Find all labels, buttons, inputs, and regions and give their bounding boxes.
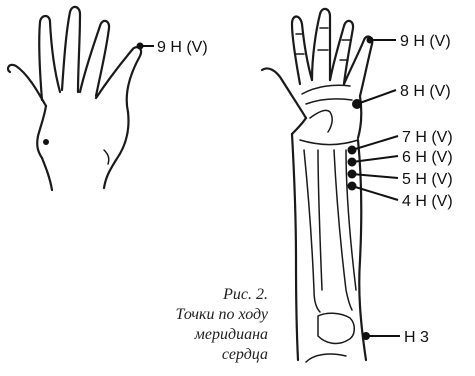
caption-line-1: Рис. 2. bbox=[223, 286, 268, 304]
caption-line-3: меридиана bbox=[195, 326, 268, 344]
point-8 bbox=[352, 90, 396, 109]
label-4: 4 H (V) bbox=[402, 193, 453, 210]
right-label-9: 9 H (V) bbox=[400, 33, 451, 50]
caption-line-4: сердца bbox=[222, 346, 268, 364]
left-hand-drawing bbox=[8, 7, 141, 190]
label-h3: H 3 bbox=[404, 329, 429, 346]
points-7-to-4 bbox=[348, 136, 399, 200]
caption-line-2: Точки по ходу bbox=[176, 306, 269, 324]
label-8: 8 H (V) bbox=[400, 83, 451, 100]
label-5: 5 H (V) bbox=[402, 171, 453, 188]
right-point-9 bbox=[367, 37, 397, 44]
label-7: 7 H (V) bbox=[402, 129, 453, 146]
left-point-9 bbox=[137, 43, 155, 50]
left-label-9: 9 H (V) bbox=[157, 39, 208, 56]
point-h3 bbox=[362, 332, 400, 340]
label-6: 6 H (V) bbox=[402, 149, 453, 166]
